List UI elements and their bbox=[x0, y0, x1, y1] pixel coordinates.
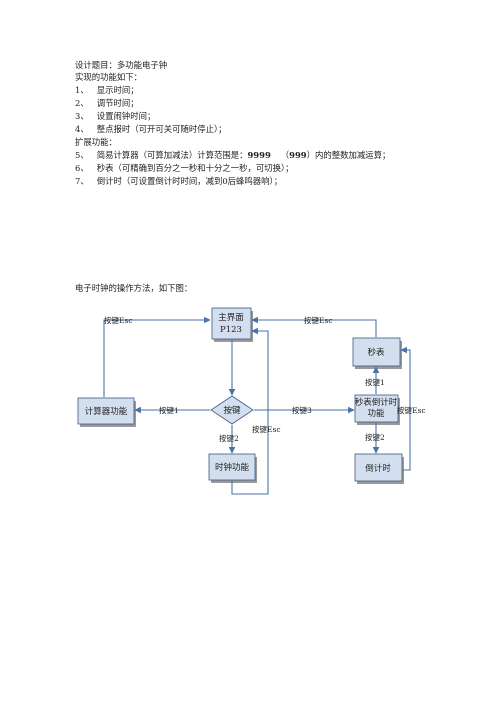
main-box-code: P123 bbox=[220, 325, 242, 335]
feature-text: 调节时间； bbox=[96, 98, 139, 108]
extended-item-6: 6、秒表（可精确到百分之一秒和十分之一秒，可切换）； bbox=[75, 163, 294, 174]
main-box-label: 主界面 bbox=[218, 312, 244, 323]
edge-label-esc-top-left: 按键Esc bbox=[104, 315, 133, 325]
feature-text: 显示时间； bbox=[96, 85, 139, 95]
stopwatch-label: 秒表 bbox=[367, 347, 385, 358]
feature-num: 1、 bbox=[75, 85, 89, 95]
feature-num: 7、 bbox=[75, 176, 89, 186]
feature-tail: ）内的整数加减运算； bbox=[306, 150, 391, 160]
range-min: 999 bbox=[289, 150, 307, 160]
edge-label-key1-up: 按键1 bbox=[365, 377, 385, 387]
edge-countdown-to-stopwatch bbox=[400, 346, 411, 471]
stopwatch-box bbox=[352, 337, 401, 367]
feature-num: 3、 bbox=[75, 111, 89, 121]
feature-text: 简易计算器（可算加减法）计算范围是： bbox=[96, 150, 248, 160]
doc-title: 设计题目：多功能电子钟 bbox=[75, 60, 168, 70]
range-max: 9999 bbox=[247, 150, 271, 160]
edge-label-esc-right: 按键Esc bbox=[397, 405, 426, 415]
feature-text: 设置闹钟时间； bbox=[96, 111, 156, 121]
countdown-label: 倒计时 bbox=[365, 463, 391, 474]
edge-label-key2-right: 按键2 bbox=[365, 432, 385, 442]
feature-text: 秒表（可精确到百分之一秒和十分之一秒，可切换）； bbox=[96, 163, 294, 173]
extended-item-7: 7、倒计时（可设置倒计时时间，减到0后蜂鸣器响）； bbox=[75, 176, 282, 187]
decision-label: 按键 bbox=[223, 405, 241, 416]
feature-num: 4、 bbox=[75, 124, 89, 134]
edge-label-key1-left: 按键1 bbox=[159, 405, 179, 415]
edge-label-key3: 按键3 bbox=[292, 405, 312, 415]
edge-clock-to-main bbox=[231, 327, 269, 495]
edge-stopwatch-to-main bbox=[251, 316, 377, 337]
feature-text: 整点报时（可开可关可随时停止）； bbox=[96, 124, 227, 134]
edge-label-esc-top-right: 按键Esc bbox=[304, 315, 333, 325]
clock-label: 时钟功能 bbox=[215, 462, 250, 473]
edge-calculator-to-main bbox=[103, 316, 211, 397]
method-line: 电子时钟的操作方法，如下图： bbox=[75, 283, 193, 293]
edge-label-esc-center: 按键Esc bbox=[252, 424, 281, 434]
sw-countdown-label-1: 秒表倒计时 bbox=[355, 397, 398, 408]
calculator-box bbox=[77, 397, 135, 425]
clock-box bbox=[208, 453, 256, 481]
feature-item-3: 3、设置闹钟时间； bbox=[75, 111, 155, 122]
features-heading: 实现的功能如下： bbox=[75, 72, 142, 82]
sw-countdown-label-2: 功能 bbox=[367, 408, 385, 419]
feature-item-4: 4、整点报时（可开可关可随时停止）； bbox=[75, 124, 227, 135]
feature-text: 倒计时（可设置倒计时时间，减到0后蜂鸣器响）； bbox=[96, 176, 283, 186]
feature-num: 6、 bbox=[75, 163, 89, 173]
calculator-label: 计算器功能 bbox=[85, 406, 128, 417]
main-box bbox=[211, 307, 252, 340]
decision-diamond bbox=[210, 395, 254, 425]
feature-num: 2、 bbox=[75, 98, 89, 108]
edge-label-key2-down: 按键2 bbox=[219, 433, 239, 443]
feature-item-2: 2、调节时间； bbox=[75, 98, 139, 109]
feature-item-1: 1、显示时间； bbox=[75, 85, 139, 96]
feature-num: 5、 bbox=[75, 150, 89, 160]
extended-heading: 扩展功能： bbox=[75, 137, 117, 147]
countdown-box bbox=[354, 453, 403, 482]
paren-open: （ bbox=[280, 150, 290, 160]
sw-countdown-box bbox=[354, 394, 399, 423]
extended-item-5: 5、简易计算器（可算加减法）计算范围是：9999 （999）内的整数加减运算； bbox=[75, 150, 390, 161]
